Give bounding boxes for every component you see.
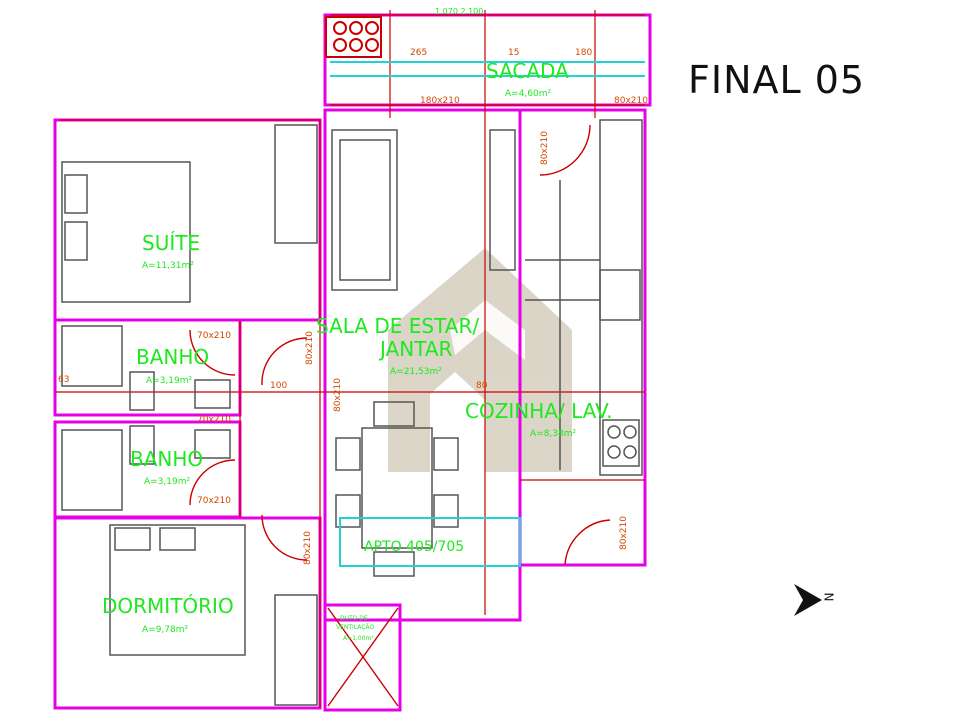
dimension-labels: 1.070 2.100 265 15 180 180x210 80x210 70… — [58, 7, 648, 565]
chair-3 — [433, 437, 459, 471]
door-arc-suite — [261, 337, 308, 386]
kitchen-fridge — [599, 269, 641, 321]
room-area-duto: A=1,00m² — [343, 635, 374, 642]
duto-cross — [327, 607, 399, 707]
dim-hall-door1: 80x210 — [305, 331, 315, 365]
room-area-dormitorio: A=9,78m² — [142, 625, 189, 635]
suite-bed — [61, 161, 191, 303]
room-name-duto-2: VENTILAÇÃO — [336, 624, 374, 631]
reference-lines — [55, 10, 645, 708]
apartment-label: APTO 405/705 — [364, 539, 464, 555]
wall-kitchen — [518, 108, 647, 567]
door-arc-dorm — [261, 514, 308, 561]
chair-6 — [373, 551, 415, 577]
dim-hall-width: 100 — [270, 381, 287, 391]
dorm-pillow-2 — [159, 527, 196, 551]
watermark-shape — [388, 248, 572, 472]
room-name-cozinha: COZINHA/ LAV. — [465, 399, 613, 423]
room-name-sala-1: SALA DE ESTAR/ — [316, 314, 479, 338]
suite-wardrobe — [274, 124, 318, 244]
north-arrow — [794, 584, 822, 616]
banho2-sink — [194, 429, 231, 459]
dorm-bed — [109, 524, 246, 656]
watermark-cutout — [450, 300, 525, 360]
dim-banho-door1: 70x210 — [197, 496, 231, 506]
chair-2 — [335, 494, 361, 528]
room-labels: SACADA A=4,60m² SUÍTE A=11,31m² SALA DE … — [102, 59, 613, 642]
chair-4 — [433, 494, 459, 528]
suite-pillow-2 — [64, 221, 88, 261]
banho2-toilet — [129, 425, 155, 465]
banho2-shower — [61, 429, 123, 511]
dim-kitchen: 80 — [476, 381, 488, 391]
banho1-toilet — [129, 371, 155, 411]
door-arc-banho1 — [189, 329, 236, 376]
dim-kitchen-door: 80x210 — [619, 516, 629, 550]
north-letter: N — [821, 592, 836, 602]
banho1-sink — [194, 379, 231, 409]
dim-top-strip: 1.070 2.100 — [435, 7, 483, 16]
kitchen-cooktop — [602, 419, 640, 467]
dim-hall-door2: 80x210 — [333, 378, 343, 412]
door-arc-sacada — [539, 124, 591, 176]
dim-sacada-side: 80x210 — [614, 96, 648, 106]
chair-5 — [373, 401, 415, 427]
chair-1 — [335, 437, 361, 471]
room-area-banho2: A=3,19m² — [144, 477, 191, 487]
north-arrow-icon — [794, 584, 822, 616]
banho1-shower — [61, 325, 123, 387]
dining-table — [361, 427, 433, 549]
room-name-suite: SUÍTE — [142, 231, 200, 255]
room-name-banho2: BANHO — [130, 447, 203, 471]
door-arc-kitchen — [564, 519, 611, 566]
dim-suite-door: 70x210 — [197, 331, 231, 341]
room-name-sala-2: JANTAR — [378, 337, 453, 361]
dorm-pillow-1 — [114, 527, 151, 551]
living-tv-unit — [489, 129, 516, 271]
wall-duto — [323, 603, 402, 712]
door-swings — [189, 124, 611, 566]
sacada-band — [330, 61, 645, 77]
apto-label-box — [339, 517, 521, 567]
dorm-wardrobe — [274, 594, 318, 706]
room-area-cozinha: A=8,38m² — [530, 429, 577, 439]
shaft-symbol — [325, 16, 382, 58]
furniture — [61, 119, 643, 706]
sofa — [331, 129, 398, 291]
room-area-suite: A=11,31m² — [142, 261, 194, 271]
suite-pillow-1 — [64, 174, 88, 214]
room-name-duto-1: DUTO DE — [340, 615, 368, 622]
room-name-banho1: BANHO — [136, 345, 209, 369]
wall-suite — [53, 118, 322, 322]
room-area-banho1: A=3,19m² — [146, 376, 193, 386]
dim-banho-door2: 70x210 — [197, 415, 231, 425]
dim-dorm-door: 80x210 — [303, 531, 313, 565]
room-area-sacada: A=4,60m² — [505, 89, 552, 99]
room-area-sala: A=21,53m² — [390, 367, 442, 377]
dim-living-door: 80x210 — [540, 131, 550, 165]
room-name-dormitorio: DORMITÓRIO — [102, 594, 234, 618]
dim-sacada-top-right: 180 — [575, 48, 592, 58]
watermark-logo — [388, 248, 572, 472]
dim-sacada-top-left: 265 — [410, 48, 427, 58]
sofa-back — [339, 139, 391, 281]
dim-sacada-top-mid: 15 — [508, 48, 519, 58]
room-name-sacada: SACADA — [486, 59, 569, 83]
door-arc-banho2 — [189, 459, 236, 506]
plan-title: FINAL 05 — [688, 58, 866, 102]
dim-small: 63 — [58, 375, 69, 385]
dim-sacada-window: 180x210 — [420, 96, 460, 106]
